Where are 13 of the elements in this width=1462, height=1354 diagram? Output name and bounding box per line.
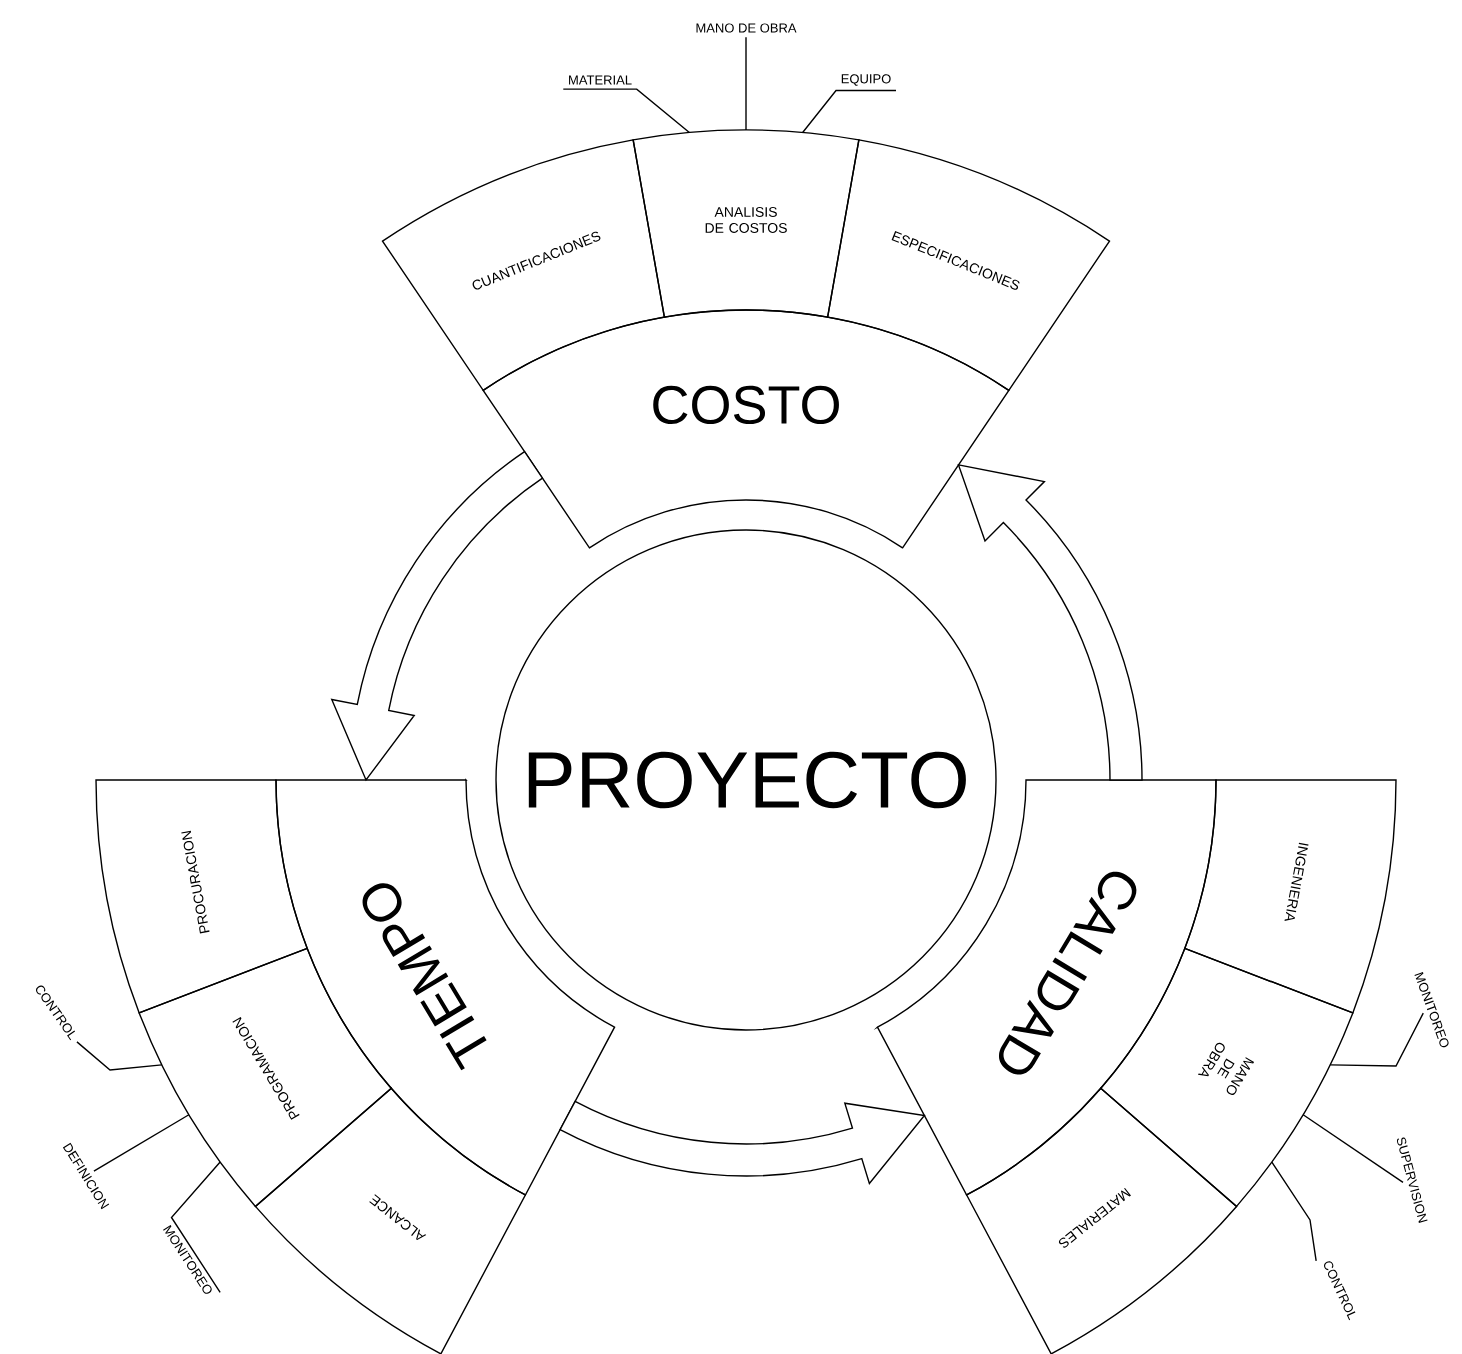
arrow [559, 1100, 926, 1185]
arrow [331, 451, 544, 781]
leader-line [76, 1041, 163, 1071]
leader-line [93, 1114, 190, 1172]
leader-line [170, 1161, 221, 1294]
leader-line [1302, 1114, 1404, 1184]
leader-line [801, 89, 897, 134]
leader-line [562, 88, 691, 134]
arrow [957, 464, 1143, 781]
leader-line [1329, 1012, 1424, 1067]
leader-line [745, 36, 747, 131]
leader-line [1271, 1161, 1317, 1262]
sector-band: COSTO [482, 309, 1010, 549]
